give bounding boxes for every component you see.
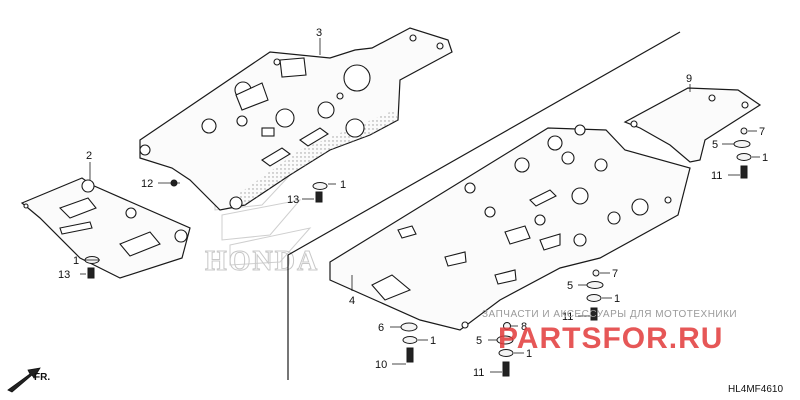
diagram-code: HL4MF4610 — [728, 384, 783, 395]
part-9-bracket — [623, 87, 762, 163]
label-part-1-a: 1 — [340, 179, 346, 191]
label-part-5-b: 5 — [567, 280, 573, 292]
label-part-1-b: 1 — [73, 255, 79, 267]
label-part-11-b: 11 — [562, 311, 573, 323]
part-3-rear-plate — [139, 27, 453, 211]
label-part-4: 4 — [349, 295, 355, 307]
label-part-6: 6 — [378, 322, 384, 334]
label-part-3: 3 — [316, 27, 322, 39]
part-2-left-plate — [20, 177, 191, 279]
label-part-13-a: 13 — [287, 194, 299, 206]
label-part-5-c: 5 — [476, 335, 482, 347]
label-part-11-a: 11 — [711, 170, 722, 182]
label-part-2: 2 — [86, 150, 92, 162]
watermark-subtitle: ЗАПЧАСТИ И АКСЕССУАРЫ ДЛЯ МОТОТЕХНИКИ — [482, 309, 737, 320]
honda-logo-watermark: HONDA — [205, 174, 319, 278]
label-part-7-b: 7 — [612, 268, 618, 280]
label-part-8: 8 — [521, 321, 527, 333]
leader-lines — [80, 38, 760, 373]
label-part-1-e: 1 — [430, 335, 436, 347]
label-part-1-c: 1 — [762, 152, 768, 164]
label-part-1-d: 1 — [614, 293, 620, 305]
label-part-12: 12 — [141, 178, 153, 190]
honda-logo-text: HONDA — [205, 246, 319, 277]
label-part-11-c: 11 — [473, 367, 484, 379]
front-direction-label: FR. — [34, 372, 50, 383]
watermark-brand: PARTSFOR.RU — [498, 322, 723, 355]
label-part-13-b: 13 — [58, 269, 70, 281]
label-part-1-f: 1 — [526, 348, 532, 360]
label-part-10: 10 — [375, 359, 387, 371]
front-direction-arrow: FR. — [7, 367, 50, 393]
label-part-7-a: 7 — [759, 126, 765, 138]
divider-line-top — [287, 31, 681, 256]
part-4-main-plate — [329, 124, 691, 331]
label-part-5-a: 5 — [712, 139, 718, 151]
label-part-9: 9 — [686, 73, 692, 85]
